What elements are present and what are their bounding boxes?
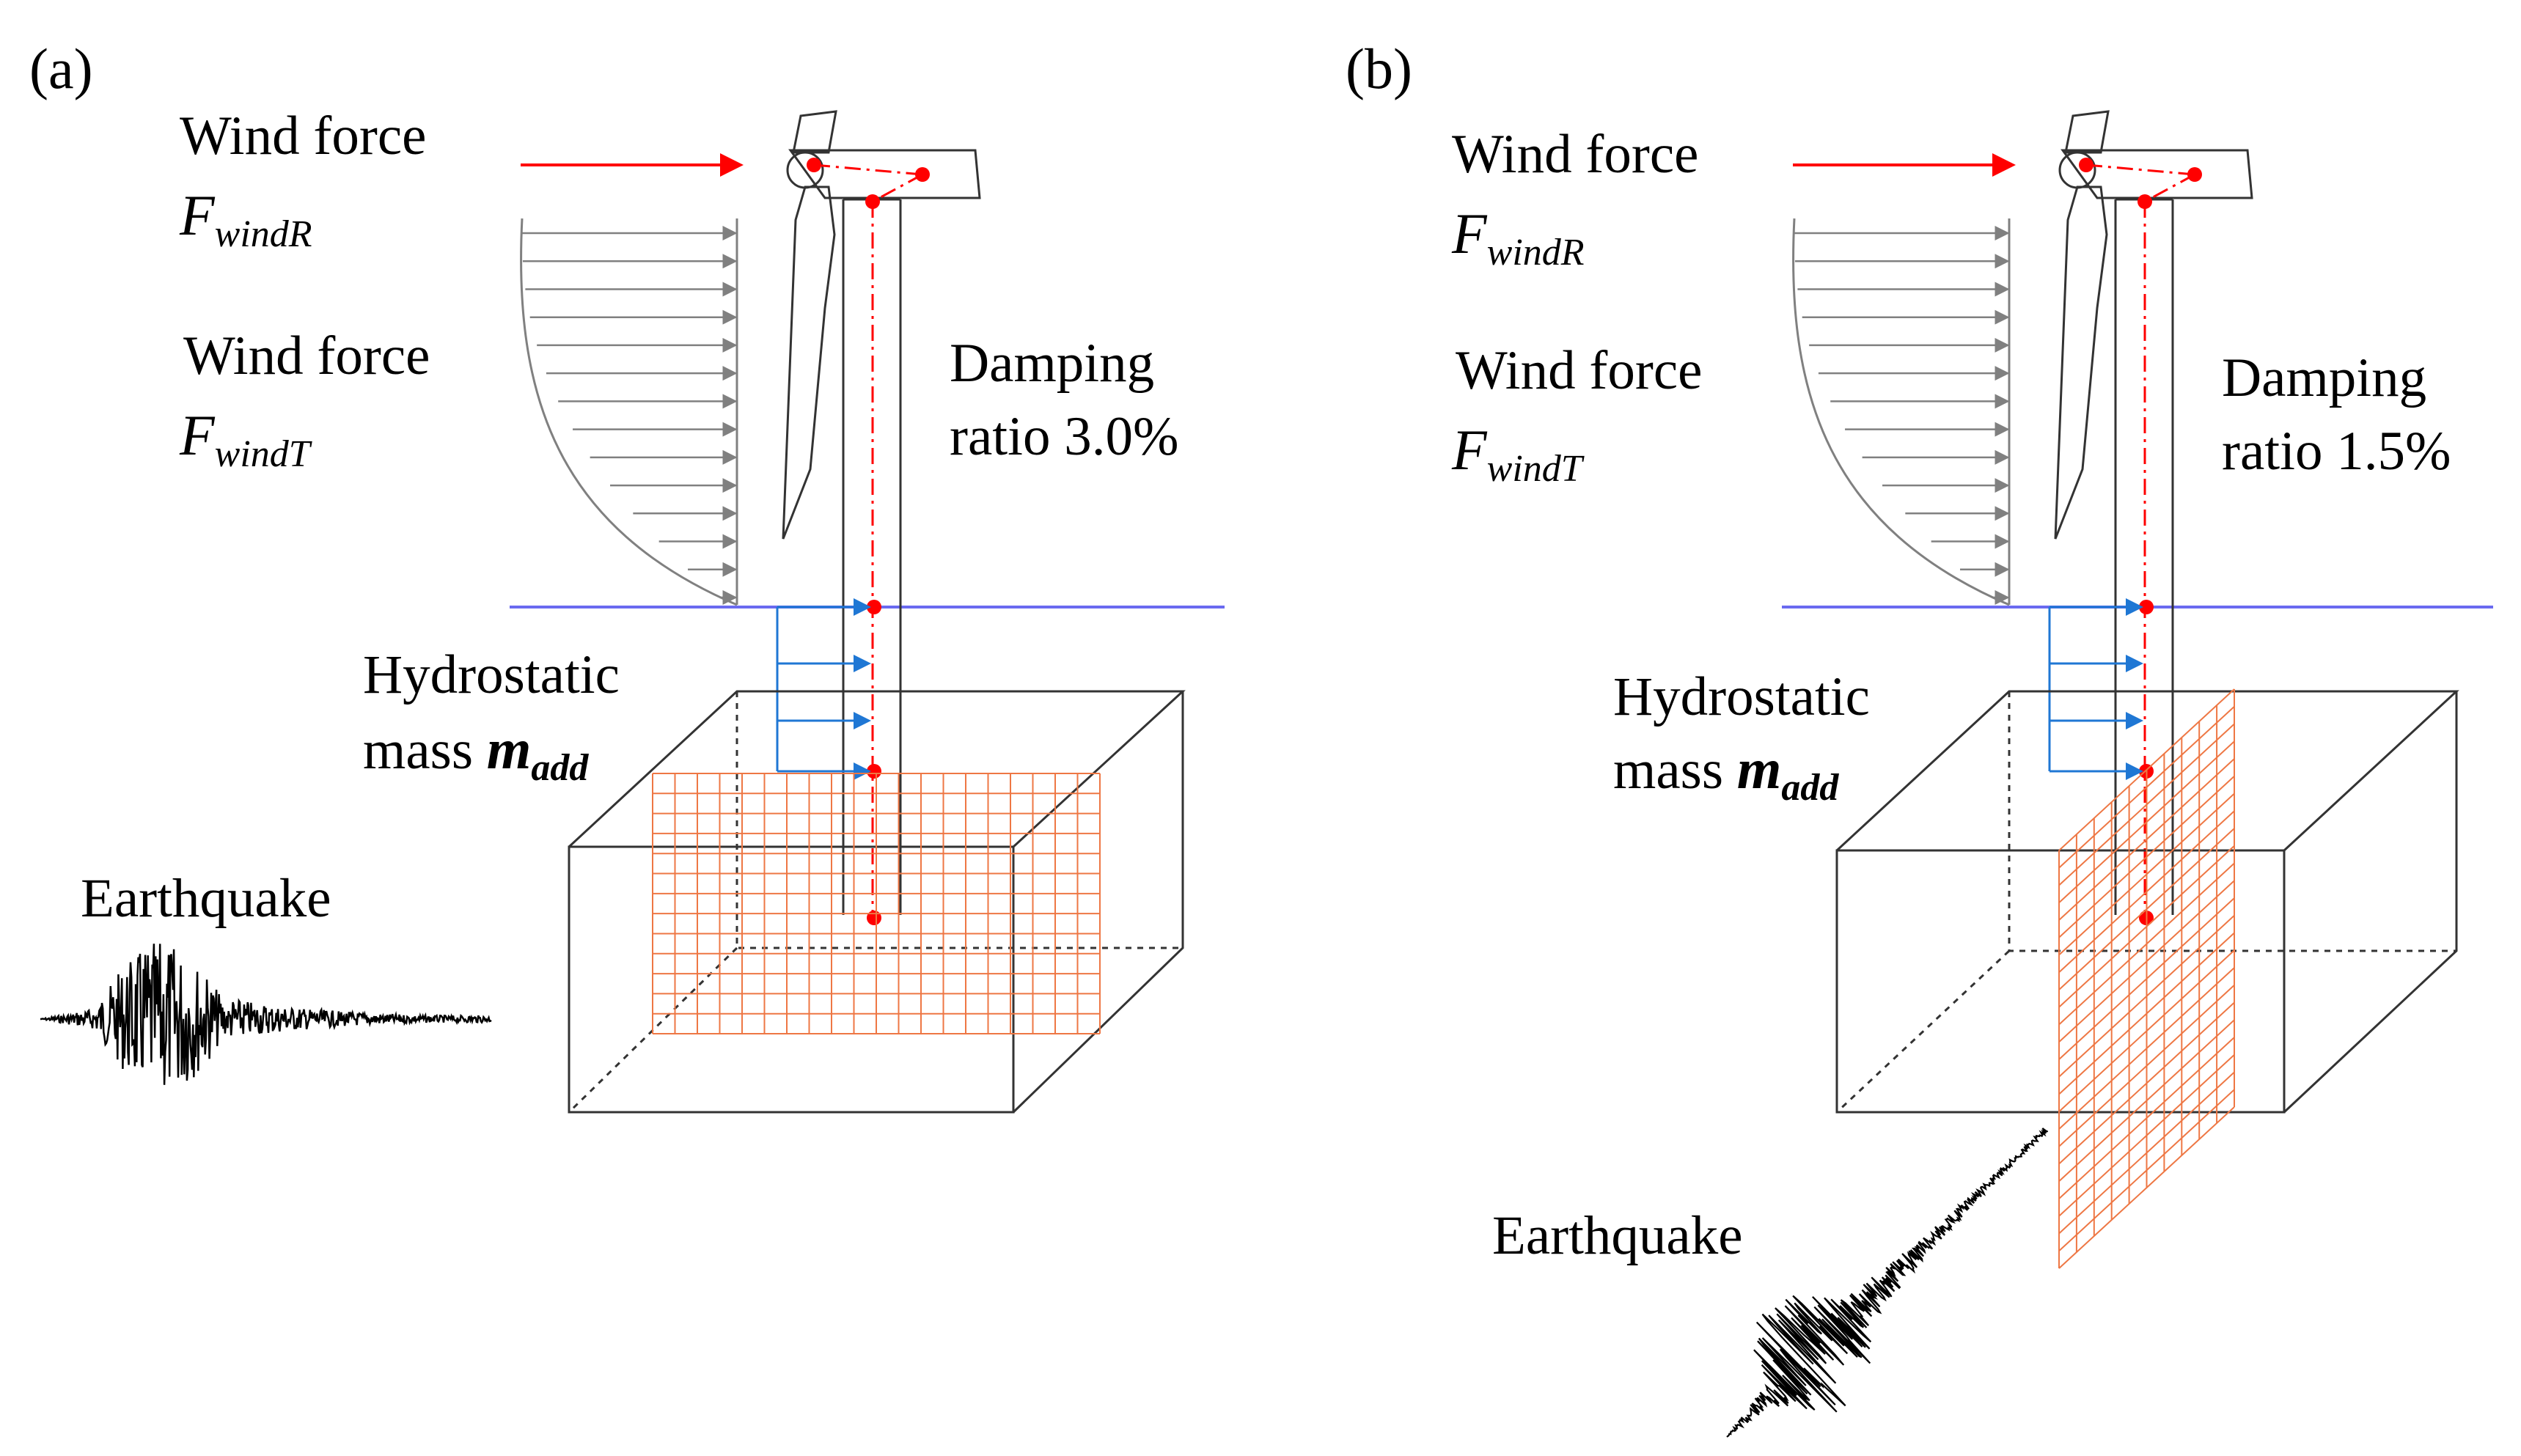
mesh-b (2058, 688, 2235, 1269)
node-nacelle-a (915, 167, 930, 182)
hydrostatic-arrows-a (776, 598, 871, 780)
mesh-line (2058, 932, 2235, 1095)
mesh-line (2058, 862, 2235, 1026)
mesh-line (2058, 740, 2235, 903)
mesh-line (2058, 985, 2235, 1147)
wind-force-rotor-symbol-a: F (179, 183, 216, 247)
panel-label-b: (b) (1346, 37, 1412, 100)
wind-force-rotor-subscript-b: windR (1487, 232, 1585, 273)
foundation-box-hidden-edges-b (1835, 691, 2456, 1114)
wind-force-rotor-text-b: Wind force (1452, 124, 1698, 185)
hydrostatic-label-line1-b: Hydrostatic (1613, 666, 1870, 727)
damping-label-line1-a: Damping (950, 333, 1154, 394)
earthquake-label-b: Earthquake (1492, 1205, 1743, 1266)
mesh-line (2058, 915, 2235, 1078)
node-hub-b (2079, 158, 2094, 172)
damping-label-line1-b: Damping (2222, 348, 2426, 408)
mesh-line (2058, 1071, 2235, 1235)
svg-text:mass madd: mass madd (1613, 737, 1839, 809)
mesh-line (2058, 1054, 2235, 1217)
svg-text:FwindR: FwindR (1451, 202, 1585, 273)
node-nacelle-b (2187, 167, 2202, 182)
wind-force-tower-subscript-b: windT (1487, 448, 1585, 490)
hydrostatic-subscript-a: add (531, 747, 589, 789)
wind-force-tower-symbol-b: F (1451, 418, 1488, 482)
wind-profile-a (520, 218, 738, 606)
svg-text:FwindT: FwindT (179, 403, 312, 475)
earthquake-signal-b (1726, 1128, 2049, 1438)
hydrostatic-subscript-b: add (1781, 767, 1839, 809)
nodes-a (807, 158, 930, 925)
mesh-line (2058, 793, 2235, 956)
rotor-nacelle-a (782, 110, 981, 540)
foundation-box-a (568, 690, 1186, 1114)
panel-b: (b) Wind force FwindR Wind force FwindT (1346, 37, 2493, 1438)
mesh-line (2058, 758, 2235, 921)
wind-force-tower-subscript-a: windT (215, 433, 312, 475)
hydrostatic-arrows-b (2048, 598, 2143, 780)
mesh-a (652, 773, 1101, 1034)
wind-force-rotor-text-a: Wind force (180, 106, 426, 166)
wind-profile-b (1792, 218, 2011, 606)
wind-force-tower-text-a: Wind force (183, 326, 430, 386)
mesh-line (2058, 1001, 2235, 1165)
wind-force-rotor-label-a: Wind force FwindR (179, 106, 426, 255)
mesh-line (2058, 828, 2235, 990)
mesh-line (2058, 1037, 2235, 1199)
node-tower-top-b (2137, 194, 2152, 209)
damping-label-line2-b: ratio 1.5% (2222, 421, 2451, 482)
wind-force-rotor-label-b: Wind force FwindR (1451, 124, 1698, 273)
wind-force-rotor-subscript-a: windR (215, 213, 312, 255)
mesh-line (2058, 776, 2235, 938)
node-tower-top-a (865, 194, 880, 209)
hydrostatic-symbol-b: m (1737, 737, 1782, 801)
mesh-line (2058, 1089, 2235, 1251)
mesh-line (2058, 897, 2235, 1060)
svg-text:FwindT: FwindT (1451, 418, 1585, 490)
mesh-line (2058, 967, 2235, 1130)
wind-force-rotor-symbol-b: F (1451, 202, 1488, 265)
mesh-line (2058, 845, 2235, 1008)
wind-force-tower-label-a: Wind force FwindT (179, 326, 430, 475)
wind-force-tower-label-b: Wind force FwindT (1451, 340, 1702, 490)
hydrostatic-label-line1-a: Hydrostatic (363, 644, 620, 705)
wind-force-tower-text-b: Wind force (1456, 340, 1702, 401)
wind-force-tower-symbol-a: F (179, 403, 216, 467)
mesh-line (2058, 723, 2235, 886)
svg-text:mass madd: mass madd (363, 717, 589, 789)
panel-a: (a) Wind force FwindR Wind force FwindT (29, 37, 1225, 1114)
panel-label-a: (a) (29, 37, 93, 100)
hydrostatic-label-line2-a: mass (363, 720, 487, 781)
svg-text:FwindR: FwindR (179, 183, 312, 255)
earthquake-label-a: Earthquake (81, 868, 331, 929)
mesh-line (2058, 949, 2235, 1112)
tower-axis-b (2085, 163, 2195, 915)
node-hub-a (807, 158, 821, 172)
mesh-line (2058, 1106, 2235, 1269)
mesh-line (2058, 880, 2235, 1043)
hydrostatic-symbol-a: m (487, 717, 532, 781)
mesh-line (2058, 810, 2235, 973)
mesh-line (2058, 706, 2235, 869)
mesh-line (2058, 688, 2235, 851)
node-base-a (867, 911, 881, 925)
rotor-nacelle-b (2054, 110, 2253, 540)
tower-axis-a (813, 163, 923, 915)
earthquake-signal-a (40, 944, 492, 1085)
damping-label-line2-a: ratio 3.0% (950, 406, 1178, 467)
hydrostatic-label-line2-b: mass (1613, 740, 1737, 801)
mesh-line (2058, 1019, 2235, 1182)
